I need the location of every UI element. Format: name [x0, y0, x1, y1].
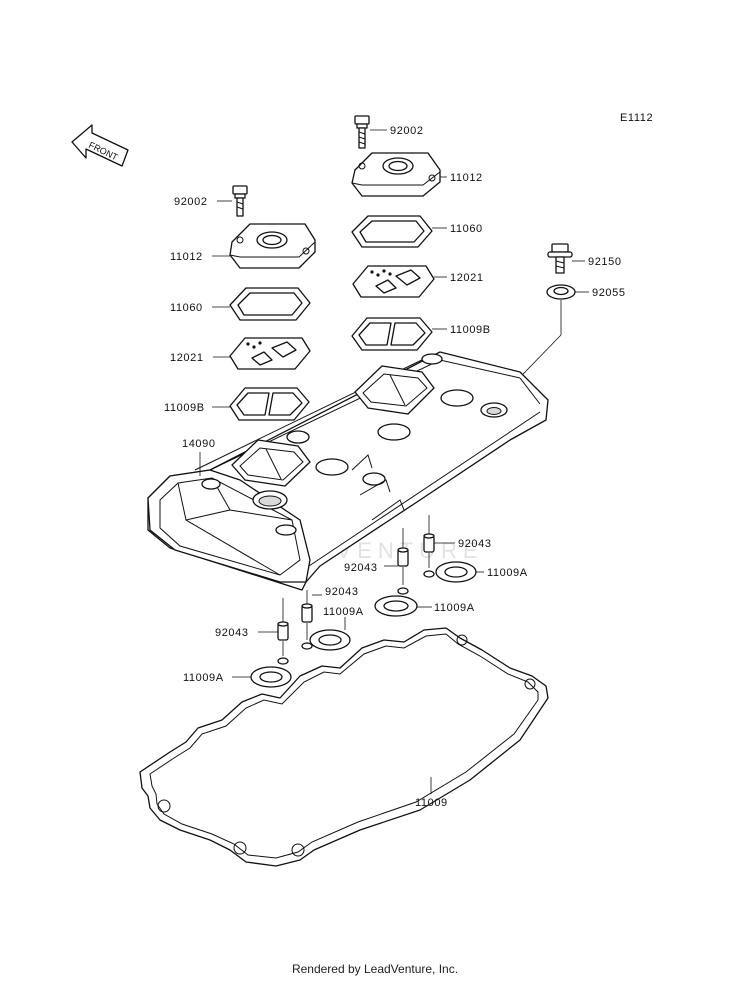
label-11009B-left: 11009B: [164, 402, 205, 414]
footer-credit: Rendered by LeadVenture, Inc.: [291, 962, 459, 976]
plate-12021-right: [352, 265, 435, 298]
cylinder-head-cover-14090: [147, 351, 549, 591]
label-92043-b: 92043: [344, 562, 378, 574]
gasket-11009B-left: [229, 387, 310, 421]
label-11009A-d: 11009A: [183, 672, 224, 684]
seal-11009A-b: [374, 587, 418, 617]
cap-11012-left: [229, 223, 316, 269]
label-92002-right: 92002: [390, 125, 424, 137]
collar-92043-b: [397, 547, 409, 567]
bolt-92002-right: [354, 115, 370, 149]
gasket-11060-left: [229, 287, 311, 321]
label-11009A-b: 11009A: [434, 602, 475, 614]
plate-12021-left: [229, 337, 311, 370]
seal-11009A-a: [423, 561, 477, 583]
label-11009B-right: 11009B: [450, 324, 491, 336]
bolt-92002-left: [232, 185, 248, 217]
label-11009: 11009: [415, 797, 448, 809]
label-11009A-a: 11009A: [487, 567, 528, 579]
washer-92055: [546, 284, 576, 300]
label-92043-c: 92043: [325, 586, 359, 598]
label-92043-a: 92043: [458, 538, 492, 550]
label-11012-right: 11012: [450, 172, 483, 184]
label-92150: 92150: [588, 256, 622, 268]
gasket-11009B-right: [351, 317, 433, 351]
collar-92043-c: [301, 603, 313, 623]
seal-11009A-d: [250, 657, 292, 688]
cap-11012-right: [351, 152, 441, 197]
diagram-code: E1112: [620, 112, 653, 124]
label-92043-d: 92043: [215, 627, 249, 639]
collar-92043-a: [423, 533, 435, 553]
gasket-11060-right: [351, 215, 433, 248]
label-11009A-c: 11009A: [323, 606, 364, 618]
gasket-11009: [139, 627, 549, 867]
label-11060-right: 11060: [450, 223, 483, 235]
collar-92043-d: [277, 621, 289, 641]
label-14090: 14090: [182, 438, 216, 450]
bolt-92150: [547, 243, 573, 274]
label-12021-right: 12021: [450, 272, 484, 284]
label-92002-left: 92002: [174, 196, 208, 208]
label-92055: 92055: [592, 287, 626, 299]
label-11012-left: 11012: [170, 251, 203, 263]
label-12021-left: 12021: [170, 352, 204, 364]
seal-11009A-c: [301, 629, 351, 651]
front-arrow-icon: FRONT: [71, 124, 129, 167]
label-11060-left: 11060: [170, 302, 203, 314]
